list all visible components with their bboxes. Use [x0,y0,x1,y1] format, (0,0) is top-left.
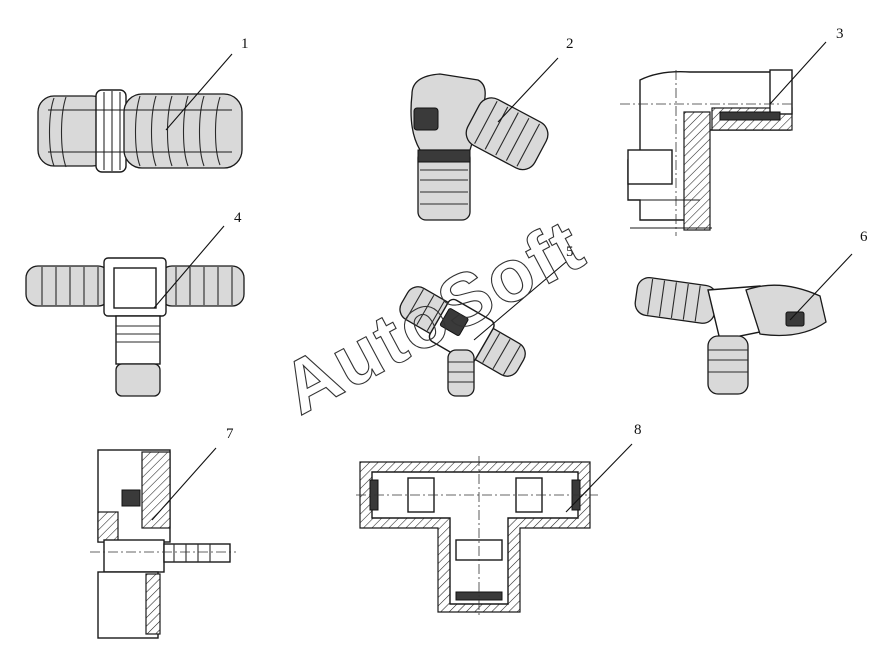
leader-6 [789,253,853,321]
leader-4 [153,225,225,309]
part-label-1: 1 [241,36,249,52]
part-3-elbow-section [620,69,794,236]
part-1-straight-connector [37,89,243,173]
part-label-2: 2 [566,36,574,52]
part-label-6: 6 [860,229,868,245]
leader-3 [769,41,827,105]
part-label-3: 3 [836,26,844,42]
part-6-tee-connector [634,276,827,395]
leader-1 [165,53,233,131]
leader-5 [473,261,567,341]
part-label-7: 7 [226,426,234,442]
leader-7 [151,447,217,521]
part-8-tee-section [356,456,598,618]
part-5-tee-connector-angled [399,286,526,397]
part-label-4: 4 [234,210,242,226]
leader-8 [565,443,633,513]
part-label-8: 8 [634,422,642,438]
part-label-5: 5 [566,244,574,260]
part-2-elbow-connector [410,73,549,221]
watermark-text: AutoSoft [269,203,598,430]
leader-2 [497,57,559,123]
part-4-tee-connector [25,257,245,397]
part-7-section-view [90,449,236,639]
